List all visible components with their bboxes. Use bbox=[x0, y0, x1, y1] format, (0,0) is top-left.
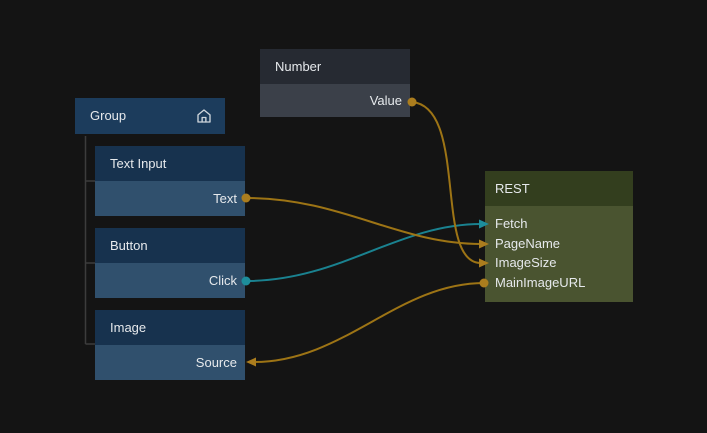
port-label: Fetch bbox=[495, 216, 528, 231]
node-number[interactable]: Number Value bbox=[260, 49, 410, 117]
port-label: MainImageURL bbox=[495, 275, 586, 291]
node-text-input-title: Text Input bbox=[110, 156, 167, 171]
port-label: Text bbox=[213, 191, 237, 206]
node-text-input[interactable]: Text Input Text bbox=[95, 146, 245, 216]
port-rest-imagesize[interactable]: ImageSize bbox=[485, 253, 633, 273]
port-label: PageName bbox=[495, 235, 561, 251]
node-rest[interactable]: REST Fetch PageName ImageSize MainImageU… bbox=[485, 171, 633, 302]
home-icon bbox=[195, 107, 213, 125]
port-label: Value bbox=[369, 93, 402, 108]
port-label: Click bbox=[208, 273, 237, 288]
node-group[interactable]: Group bbox=[75, 98, 225, 134]
connection-click-to-fetch[interactable] bbox=[245, 223, 482, 282]
node-rest-ports: Fetch PageName ImageSize MainImageURL bbox=[485, 206, 633, 302]
port-label: ImageSize bbox=[495, 255, 557, 271]
node-group-title: Group bbox=[90, 108, 127, 123]
node-text-input-header[interactable]: Text Input bbox=[95, 146, 245, 181]
node-image[interactable]: Image Source bbox=[95, 310, 245, 380]
port-rest-mainimageurl[interactable]: MainImageURL bbox=[485, 273, 633, 293]
port-image-source[interactable]: Source bbox=[95, 345, 245, 380]
node-rest-header[interactable]: REST bbox=[485, 171, 633, 206]
port-rest-pagename[interactable]: PageName bbox=[485, 234, 633, 254]
node-button-header[interactable]: Button bbox=[95, 228, 245, 263]
port-button-click[interactable]: Click bbox=[95, 263, 245, 298]
node-button-title: Button bbox=[110, 238, 148, 253]
node-image-title: Image bbox=[110, 320, 147, 335]
port-label: Source bbox=[195, 355, 237, 370]
node-image-header[interactable]: Image bbox=[95, 310, 245, 345]
node-number-header[interactable]: Number bbox=[260, 49, 410, 84]
connection-value-to-imagesize[interactable] bbox=[411, 101, 481, 264]
node-number-title: Number bbox=[275, 59, 322, 74]
node-rest-title: REST bbox=[495, 181, 530, 196]
port-text-input-text[interactable]: Text bbox=[95, 181, 245, 216]
connection-mainimageurl-to-source[interactable] bbox=[253, 282, 485, 363]
node-button[interactable]: Button Click bbox=[95, 228, 245, 298]
port-number-value[interactable]: Value bbox=[260, 84, 410, 117]
connection-text-to-pagename[interactable] bbox=[245, 197, 482, 245]
port-rest-fetch[interactable]: Fetch bbox=[485, 214, 633, 234]
